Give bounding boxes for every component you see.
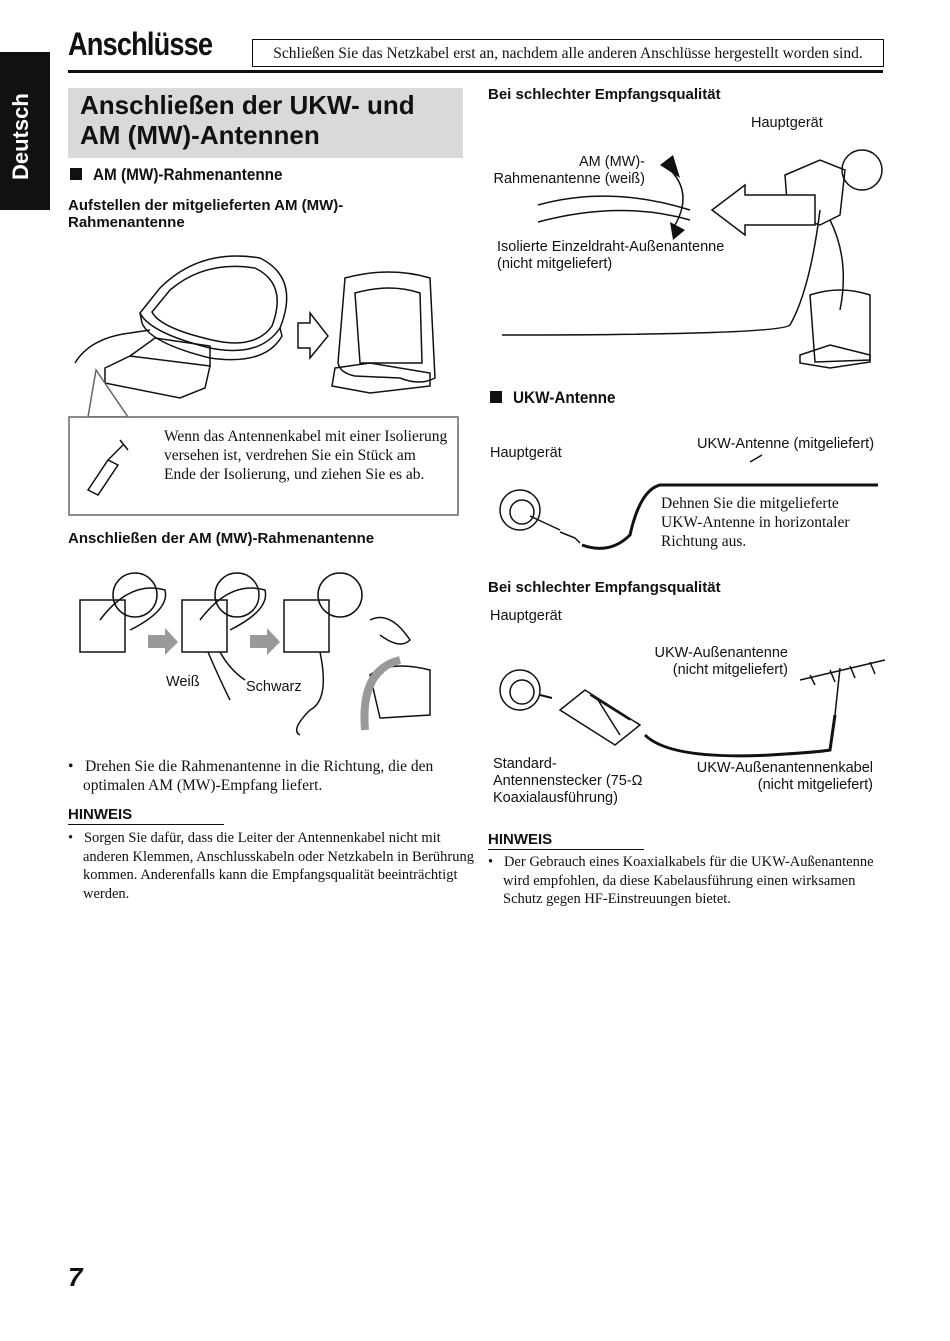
hinweis-title-left: HINWEIS	[68, 806, 224, 825]
section-heading: Anschließen der UKW- und AM (MW)-Antenne…	[80, 90, 415, 150]
hinweis-text-right: Der Gebrauch eines Koaxialkabels für die…	[503, 854, 874, 907]
square-bullet-icon-2	[490, 391, 502, 403]
outdoor-wire-label: Isolierte Einzeldraht-Außenantenne (nich…	[497, 239, 725, 272]
callout-text: Wenn das Antennenkabel mit einer Isolier…	[164, 428, 448, 483]
am-connection-illustration	[79, 572, 431, 736]
language-tab	[0, 52, 50, 210]
connect-heading: Anschließen der AM (MW)-Rahmenantenne	[68, 530, 375, 547]
power-cord-notice: Schließen Sie das Netzkabel erst an, nac…	[252, 39, 884, 67]
main-unit-label-2: Hauptgerät	[490, 445, 562, 461]
main-unit-label-1: Hauptgerät	[751, 115, 823, 131]
poor-reception-heading-1: Bei schlechter Empfangsqualität	[488, 86, 721, 103]
page-title: Anschlüsse	[68, 26, 213, 62]
main-unit-label-3: Hauptgerät	[490, 608, 562, 624]
outdoor-ukw-illustration	[499, 659, 886, 758]
setup-heading: Aufstellen der mitgelieferten AM (MW)-Ra…	[68, 197, 344, 231]
hinweis-note-left: • Sorgen Sie dafür, dass die Leiter der …	[68, 830, 474, 902]
header-rule	[68, 70, 883, 73]
hinweis-note-right: • Der Gebrauch eines Koaxialkabels für d…	[488, 854, 874, 907]
hinweis-text-left: Sorgen Sie dafür, dass die Leiter der An…	[83, 830, 474, 902]
outdoor-cable-label: UKW-Außenantennenkabel (nicht mitgeliefe…	[696, 760, 873, 793]
label-white: Weiß	[166, 674, 200, 690]
ukw-instruction: Dehnen Sie die mitgelieferte UKW-Antenne…	[661, 495, 850, 550]
rotate-bullet-text: Drehen Sie die Rahmenantenne in die Rich…	[83, 758, 434, 794]
section-heading-box	[68, 88, 463, 158]
am-loop-white-label: AM (MW)- Rahmenantenne (weiß)	[493, 154, 645, 187]
callout-pointer	[68, 368, 459, 516]
ukw-supplied-label: UKW-Antenne (mitgeliefert)	[697, 436, 875, 452]
poor-reception-heading-2: Bei schlechter Empfangsqualität	[488, 579, 721, 596]
label-black: Schwarz	[246, 679, 302, 695]
square-bullet-icon	[70, 168, 82, 180]
outdoor-wire-illustration	[501, 149, 883, 369]
standard-plug-label: Standard- Antennenstecker (75-Ω Koaxiala…	[493, 756, 643, 806]
hinweis-title-right: HINWEIS	[488, 831, 644, 850]
rotate-bullet: • Drehen Sie die Rahmenantenne in die Ri…	[68, 758, 434, 794]
outdoor-ukw-label: UKW-Außenantenne (nicht mitgeliefert)	[654, 645, 788, 678]
am-section-heading: AM (MW)-Rahmenantenne	[93, 165, 283, 184]
page-number: 7	[68, 1262, 83, 1292]
language-tab-label: Deutsch	[8, 93, 33, 180]
ukw-supplied-illustration	[499, 454, 878, 550]
loop-antenna-assembly-illustration	[74, 255, 436, 399]
ukw-section-heading: UKW-Antenne	[513, 388, 616, 407]
